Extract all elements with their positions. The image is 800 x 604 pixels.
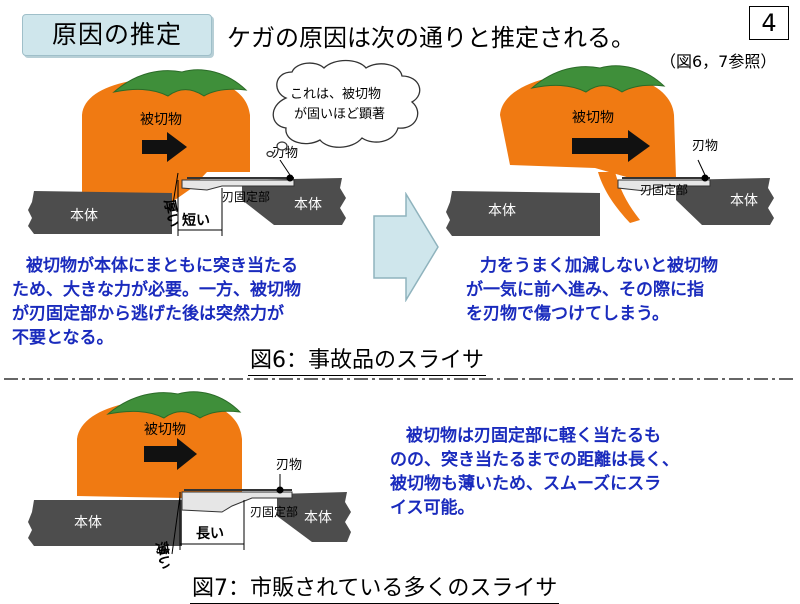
text-line: 被切物が本体にまともに突き当たる bbox=[26, 256, 298, 276]
text-line: が一気に前へ進み、その際に指 bbox=[466, 280, 704, 300]
blade-point bbox=[276, 486, 284, 494]
thick-label: 厚い bbox=[161, 198, 182, 228]
main-body-left bbox=[446, 191, 600, 236]
bubble-text-line2: が固いほど顕著 bbox=[294, 107, 385, 122]
blade-holder-label: 刃固定部 bbox=[640, 182, 688, 197]
fig7-commercial-slicer-diagram: 被切物 刃物 刃固定部 本体 本体 薄い 長い bbox=[28, 391, 351, 571]
blade-point bbox=[286, 174, 294, 182]
push-arrow-icon bbox=[142, 132, 187, 162]
transition-arrow-icon bbox=[373, 192, 439, 302]
bubble-text-line1: これは、被切物 bbox=[290, 87, 381, 102]
blade-point bbox=[701, 174, 709, 182]
vegetable-shape bbox=[82, 76, 250, 202]
bubble-tail-1 bbox=[276, 141, 288, 151]
body-right-label: 本体 bbox=[294, 197, 322, 213]
blade-holder bbox=[181, 491, 293, 513]
fig6-left-explanation: 被切物が本体にまともに突き当たる ため、大きな力が必要。一方、被切物 が刃固定部… bbox=[12, 254, 301, 350]
main-body-left bbox=[28, 500, 182, 546]
object-label: 被切物 bbox=[144, 422, 186, 438]
leaves-icon bbox=[530, 65, 666, 93]
blade-holder-label: 刃固定部 bbox=[250, 504, 298, 519]
blade-label: 刃物 bbox=[276, 458, 302, 473]
figure-reference: （図6，7参照） bbox=[660, 52, 777, 71]
text-line: 被切物も薄いため、スムーズにスラ bbox=[390, 474, 662, 494]
fig6-accident-result-diagram: 被切物 刃物 刃固定部 本体 本体 bbox=[446, 65, 774, 236]
section-title: 原因の推定 bbox=[22, 14, 212, 56]
blade-label: 刃物 bbox=[272, 146, 298, 161]
fig7-caption: 図7：市販されている多くのスライサ bbox=[190, 570, 560, 604]
body-left-label: 本体 bbox=[74, 515, 102, 531]
slice-shape bbox=[598, 172, 640, 223]
leaves-icon bbox=[106, 391, 242, 419]
blade-holder bbox=[181, 179, 295, 191]
text-line: 被切物は刃固定部に軽く当たるも bbox=[406, 426, 661, 446]
main-body-right bbox=[676, 178, 774, 225]
text-line: が刃固定部から逃げた後は突然力が bbox=[12, 304, 284, 324]
blade-label: 刃物 bbox=[692, 139, 718, 154]
main-body-left bbox=[28, 191, 172, 234]
text-line: ため、大きな力が必要。一方、被切物 bbox=[12, 280, 301, 300]
long-label: 長い bbox=[196, 526, 224, 542]
bubble-tail-2 bbox=[266, 150, 274, 158]
leaves-icon bbox=[112, 69, 248, 97]
text-line: 力をうまく加減しないと被切物 bbox=[480, 256, 718, 276]
push-arrow-icon bbox=[572, 130, 650, 162]
text-line: イス可能。 bbox=[390, 498, 475, 518]
short-label: 短い bbox=[182, 212, 210, 229]
cloud-shape bbox=[272, 59, 421, 148]
blade-holder-label: 刃固定部 bbox=[222, 189, 270, 204]
thought-bubble: これは、被切物 が固いほど顕著 bbox=[266, 59, 421, 158]
section-divider bbox=[4, 378, 796, 380]
fig6-caption: 図6：事故品のスライサ bbox=[248, 342, 486, 376]
body-right-label: 本体 bbox=[730, 193, 758, 209]
main-body-right bbox=[277, 492, 351, 542]
headline: ケガの原因は次の通りと推定される。 bbox=[227, 24, 635, 52]
page-number: 4 bbox=[749, 6, 789, 40]
fig7-explanation: 被切物は刃固定部に軽く当たるも のの、突き当たるまでの距離は長く、 被切物も薄い… bbox=[390, 424, 679, 520]
object-label: 被切物 bbox=[572, 110, 614, 126]
push-arrow-icon bbox=[144, 438, 197, 470]
blade-leader-line bbox=[279, 159, 291, 176]
text-line: 不要となる。 bbox=[12, 328, 114, 348]
fig6-right-explanation: 力をうまく加減しないと被切物 が一気に前へ進み、その際に指 を刃物で傷つけてしま… bbox=[466, 254, 718, 326]
text-line: を刃物で傷つけてしまう。 bbox=[466, 304, 669, 324]
fig6-accident-diagram: 被切物 刃物 刃固定部 本体 本体 厚い 短い bbox=[28, 69, 346, 236]
blade-leader-line bbox=[697, 159, 706, 176]
text-line: のの、突き当たるまでの距離は長く、 bbox=[390, 450, 679, 470]
body-left-label: 本体 bbox=[70, 208, 98, 224]
object-label: 被切物 bbox=[140, 112, 182, 128]
blade-holder bbox=[617, 179, 711, 192]
thick-dim-line bbox=[171, 172, 179, 211]
body-left-label: 本体 bbox=[488, 203, 516, 219]
main-body-right bbox=[242, 178, 346, 225]
body-right-label: 本体 bbox=[304, 510, 332, 526]
thin-label: 薄い bbox=[152, 540, 174, 571]
thin-dim-line bbox=[171, 495, 181, 555]
